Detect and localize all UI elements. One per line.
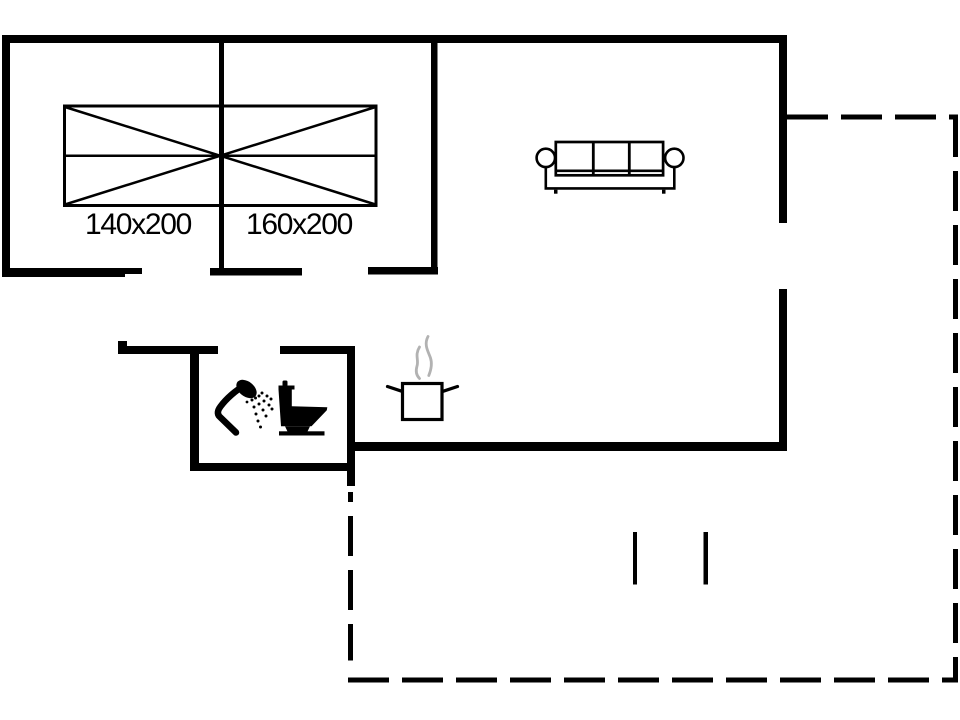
svg-text:160x200: 160x200 — [246, 208, 353, 241]
svg-text:140x200: 140x200 — [85, 208, 192, 241]
